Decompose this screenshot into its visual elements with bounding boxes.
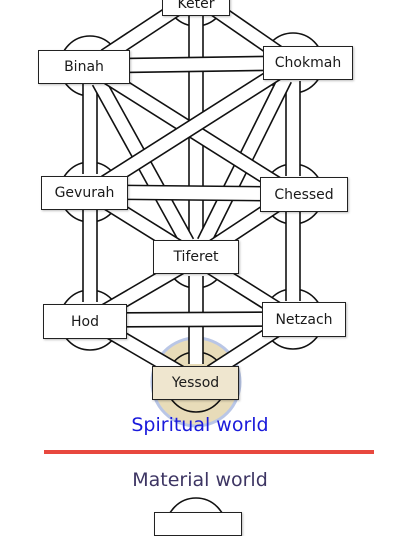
sefira-circle-malkuth	[167, 497, 225, 516]
spiritual-world-caption: Spiritual world	[131, 414, 269, 436]
path-gevurah-hod	[82, 210, 98, 302]
sefira-label-chokmah[interactable]: Chokmah	[263, 46, 353, 80]
sefira-label-netzach[interactable]: Netzach	[262, 302, 346, 337]
sefira-label-chessed[interactable]: Chessed	[260, 177, 348, 212]
path-hod-netzach	[107, 311, 276, 328]
path-binah-chokmah	[107, 55, 276, 74]
path-gevurah-chessed	[107, 184, 276, 202]
path-chessed-netzach	[285, 212, 301, 301]
material-world-caption: Material world	[132, 469, 268, 491]
sefira-label-keter[interactable]: Keter	[162, 0, 230, 16]
path-chokmah-gevurah	[101, 66, 282, 189]
sefira-label-hod[interactable]: Hod	[43, 304, 127, 339]
sefira-label-binah[interactable]: Binah	[38, 50, 130, 84]
sefira-label-yessod[interactable]: Yessod	[152, 366, 239, 400]
path-binah-gevurah	[82, 84, 98, 174]
path-chokmah-chessed	[285, 81, 301, 176]
sefira-label-tiferet[interactable]: Tiferet	[153, 240, 239, 274]
world-divider-line	[44, 450, 374, 454]
sefira-label-gevurah[interactable]: Gevurah	[41, 176, 128, 210]
